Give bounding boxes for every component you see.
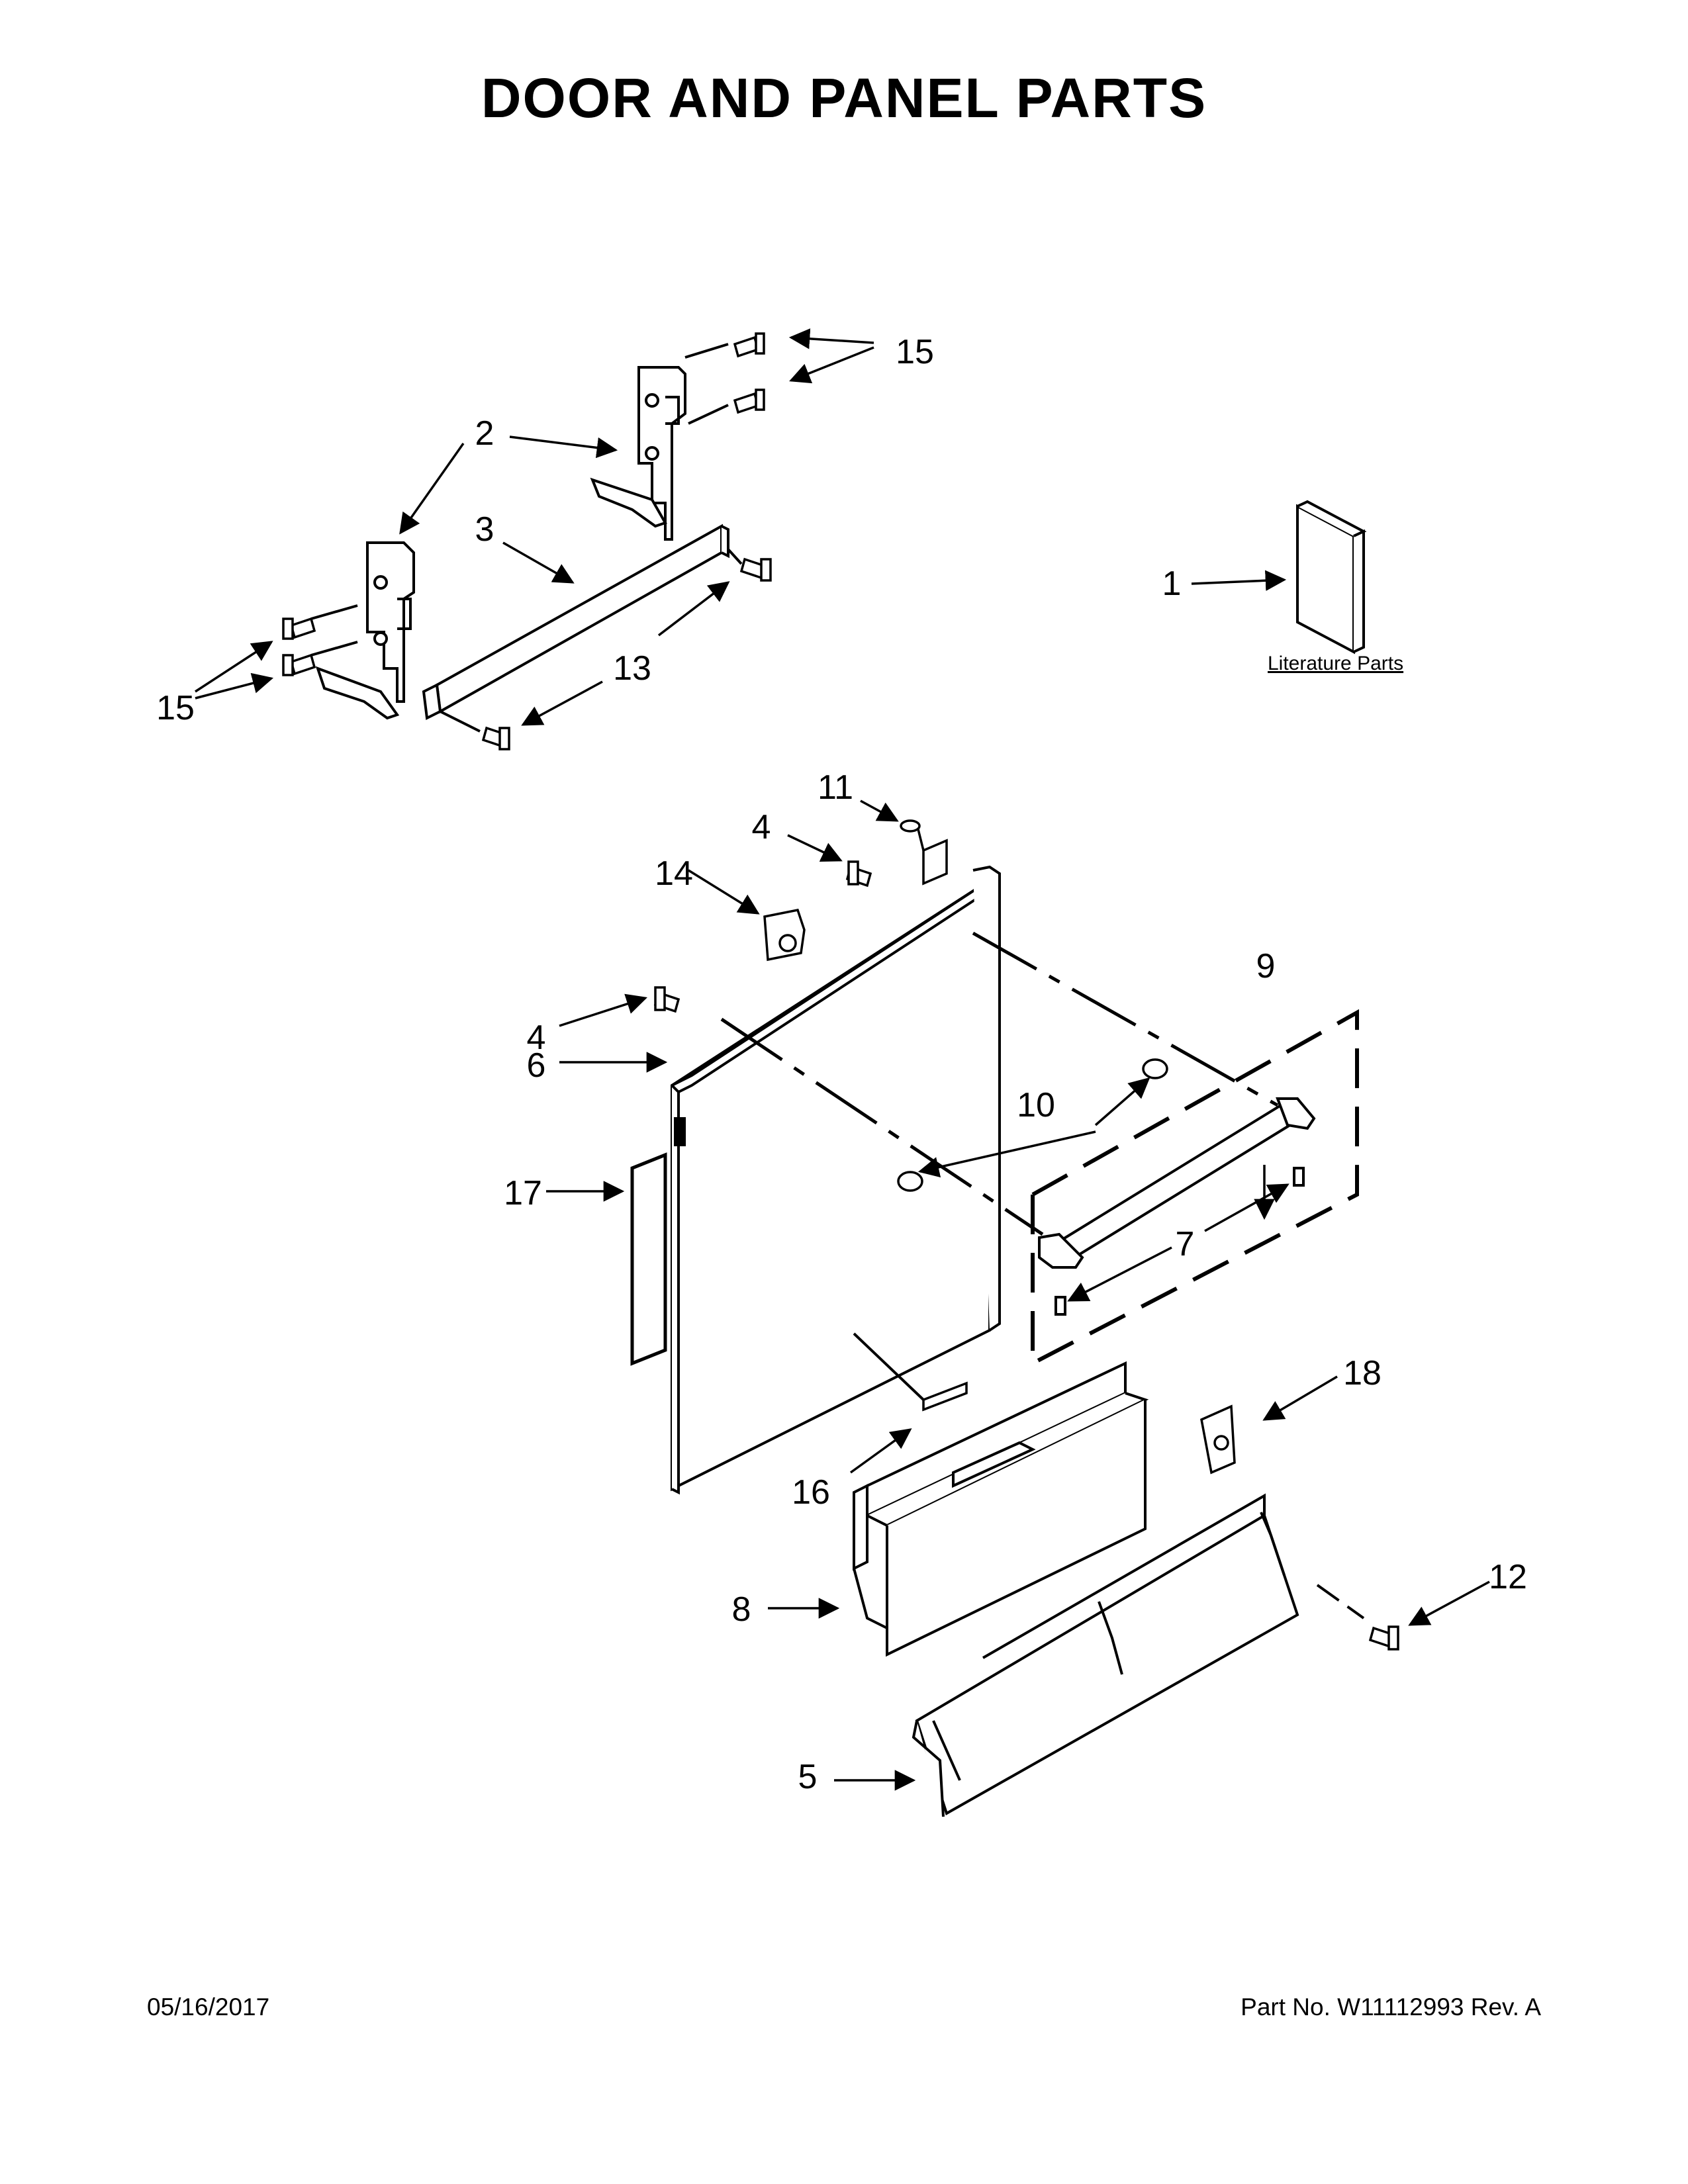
callout-1: 1 (1162, 565, 1182, 603)
callout-5: 5 (798, 1758, 818, 1796)
screw-4 (653, 860, 872, 1013)
arrow-7a (1204, 1183, 1289, 1232)
arrow-16 (849, 1428, 912, 1474)
literature-booklet (1296, 500, 1367, 655)
arrow-11 (860, 799, 899, 822)
callout-8: 8 (731, 1590, 751, 1629)
arrow-15b2 (195, 672, 274, 700)
arrow-14 (688, 869, 760, 915)
gasket (630, 1152, 667, 1366)
arrow-2a (509, 435, 618, 459)
callout-7: 7 (1175, 1225, 1195, 1263)
callout-11: 11 (818, 768, 853, 807)
page-title: DOOR AND PANEL PARTS (481, 67, 1207, 129)
handle-assembly-box (1031, 1009, 1359, 1365)
arrow-12 (1408, 1580, 1490, 1626)
bracket-upper (590, 366, 686, 541)
callout-2: 2 (475, 414, 494, 453)
callout-6: 6 (526, 1046, 546, 1085)
arrow-10b (1094, 1077, 1150, 1126)
latch (763, 908, 806, 962)
arrow-2b (399, 442, 465, 535)
arrow-4b (559, 993, 647, 1027)
badge (922, 1381, 968, 1412)
arrow-4a (787, 834, 843, 862)
callout-17: 17 (504, 1174, 542, 1212)
toe-panel (912, 1493, 1299, 1817)
arrow-13b (521, 680, 603, 726)
footer-part-number: Part No. W11112993 Rev. A (1241, 1993, 1541, 2021)
arrow-10a (917, 1130, 1096, 1178)
arrow-15a (788, 328, 874, 349)
screw-15-left (282, 617, 316, 676)
part-11 (900, 819, 948, 886)
callout-15-top: 15 (896, 333, 934, 371)
callout-3: 3 (475, 510, 494, 549)
screw-13 (481, 557, 772, 751)
bracket-lower (315, 541, 415, 720)
callout-12: 12 (1489, 1558, 1527, 1596)
rail (422, 523, 729, 721)
arrow-18 (1262, 1375, 1338, 1421)
callout-9: 9 (1256, 947, 1276, 985)
callout-15-left: 15 (156, 689, 195, 727)
literature-parts-label: Literature Parts (1268, 653, 1404, 674)
callout-10: 10 (1017, 1086, 1055, 1124)
callout-4-left: 4 (526, 1019, 546, 1057)
callout-4-top: 4 (751, 808, 771, 846)
callout-18: 18 (1343, 1354, 1382, 1392)
clip (1200, 1404, 1236, 1475)
arrow-7b (1067, 1246, 1172, 1302)
insulation (853, 1361, 1149, 1657)
arrow-3 (502, 541, 575, 584)
arrow-15a2 (789, 346, 874, 384)
callout-13: 13 (613, 649, 651, 688)
screw-12 (1368, 1625, 1399, 1651)
arrow-1 (1191, 570, 1287, 591)
grommet-10 (897, 1058, 1168, 1192)
arrow-13a (657, 581, 730, 637)
door-panel (671, 865, 1001, 1495)
arrow-15b (195, 641, 273, 693)
footer-date: 05/16/2017 (147, 1993, 270, 2021)
handle (1038, 1097, 1316, 1316)
callout-16: 16 (792, 1473, 830, 1512)
callout-14: 14 (655, 854, 693, 893)
screw-15-top (733, 332, 765, 414)
